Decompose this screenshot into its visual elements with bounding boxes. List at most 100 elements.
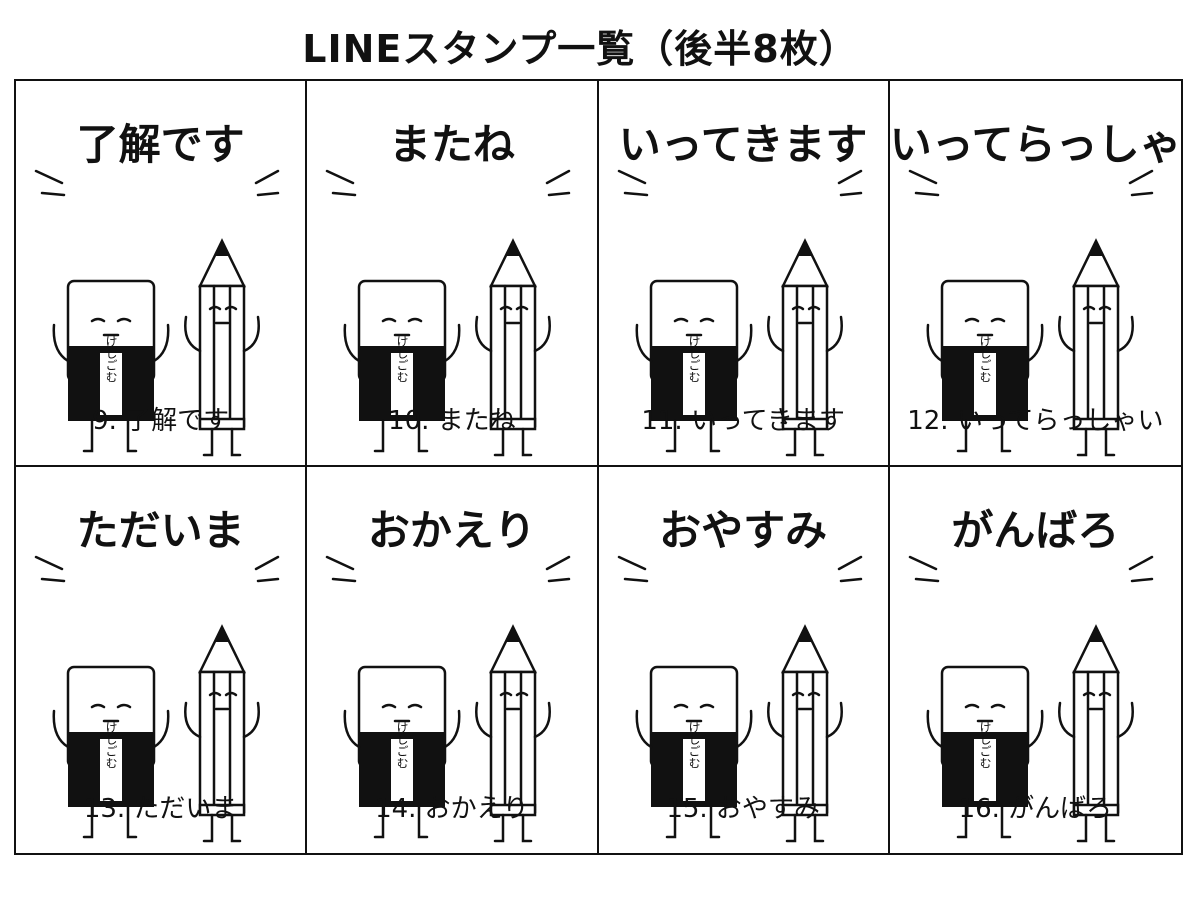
pencil-stripes	[212, 284, 232, 428]
stamp-card[interactable]: いってきます けしごむ 11. いってきます	[598, 81, 890, 467]
eraser-label-text: けしごむ	[395, 721, 409, 769]
motion-line	[623, 577, 648, 583]
eraser-face	[673, 703, 714, 723]
eraser-pencil-illustration: けしごむ	[617, 555, 862, 843]
pencil-lead	[1088, 241, 1103, 256]
pencil-stripes	[1086, 670, 1105, 814]
eraser-pencil-illustration: けしごむ	[34, 555, 280, 843]
motion-line	[839, 191, 862, 197]
motion-line	[40, 577, 66, 583]
eraser-label-text: けしごむ	[687, 335, 701, 383]
eraser-label-text: けしごむ	[395, 335, 409, 383]
eraser-label-text: けしごむ	[978, 335, 992, 383]
motion-line	[332, 577, 357, 583]
pencil-ferrule	[1072, 803, 1119, 817]
eraser-label-panel	[682, 739, 705, 801]
stamp-card[interactable]: いってらっしゃい けしごむ 12. いってらっしゃい	[889, 81, 1181, 467]
pencil-limbs	[766, 701, 843, 843]
eraser-limbs	[343, 709, 461, 839]
pencil-stripes	[795, 284, 814, 428]
stamp-caption: 10. またね	[388, 406, 516, 436]
eraser-limbs	[926, 709, 1044, 839]
stamp-card[interactable]: おかえり けしごむ 14. おかえり	[307, 467, 599, 853]
eraser-face	[964, 317, 1005, 337]
stamp-headline: おやすみ	[659, 506, 828, 555]
pencil-stripes	[504, 284, 523, 428]
pencil-ferrule	[198, 803, 246, 817]
eraser-face	[673, 317, 714, 337]
stamp-headline: またね	[388, 120, 515, 169]
stamp-card[interactable]: おやすみ けしごむ 15. おやすみ	[599, 467, 890, 853]
motion-line	[837, 169, 862, 185]
stamp-headline: いってらっしゃい	[889, 120, 1181, 169]
motion-line	[1130, 577, 1153, 583]
motion-line	[332, 191, 357, 197]
eraser-face	[382, 703, 423, 723]
motion-line	[623, 191, 648, 197]
motion-line	[40, 191, 66, 197]
motion-line	[908, 555, 937, 571]
eraser-pencil-illustration: けしごむ	[617, 169, 862, 457]
motion-line	[256, 191, 280, 197]
pencil-limbs	[184, 701, 260, 843]
motion-line	[914, 577, 939, 583]
eraser-pencil-illustration: けしごむ	[326, 169, 571, 457]
eraser-pencil-illustration: けしごむ	[908, 555, 1153, 843]
motion-line	[1128, 169, 1153, 185]
stamp-card[interactable]: がんばろ けしごむ 16. がんばろ	[890, 467, 1181, 853]
eraser-label-panel	[391, 353, 414, 415]
pencil-stripes	[795, 670, 814, 814]
pencil-lead	[1088, 627, 1103, 642]
motion-line	[617, 555, 646, 571]
eraser-label-panel	[682, 353, 705, 415]
pencil-limbs	[475, 315, 552, 457]
stamp-caption: 13. ただいま	[83, 794, 238, 824]
eraser-label-panel	[973, 353, 996, 415]
eraser-limbs	[52, 709, 170, 839]
pencil-lead	[797, 241, 812, 256]
stamp-card[interactable]: ただいま けしごむ 13. ただいま	[16, 467, 308, 853]
pencil-ferrule	[490, 417, 537, 431]
motion-line	[546, 169, 571, 185]
stamp-caption: 9. 了解です	[92, 406, 230, 436]
stamp-caption: 15. おやすみ	[666, 794, 820, 824]
stamp-caption: 12. いってらっしゃい	[907, 406, 1164, 436]
pencil-limbs	[766, 315, 843, 457]
pencil-ferrule	[781, 417, 828, 431]
pencil-limbs	[1057, 315, 1134, 457]
stamp-caption: 16. がんばろ	[958, 794, 1113, 824]
motion-line	[34, 555, 64, 571]
eraser-pencil-illustration: けしごむ	[326, 555, 571, 843]
eraser-face	[382, 317, 423, 337]
pencil-ferrule	[198, 417, 246, 431]
eraser-limbs	[52, 323, 170, 453]
pencil-lead	[506, 627, 521, 642]
pencil-lead	[215, 241, 229, 256]
motion-line	[617, 169, 646, 185]
motion-line	[254, 555, 280, 571]
eraser-pencil-illustration: けしごむ	[908, 169, 1153, 457]
stamp-grid: 了解です けしごむ 9. 了解です またね けしごむ 10. またね いってきま…	[14, 79, 1183, 855]
pencil-ferrule	[781, 803, 828, 817]
eraser-limbs	[926, 323, 1044, 453]
motion-line	[326, 169, 355, 185]
motion-line	[326, 555, 355, 571]
motion-line	[34, 169, 64, 185]
pencil-lead	[797, 627, 812, 642]
stamp-card[interactable]: 了解です けしごむ 9. 了解です	[16, 81, 308, 467]
pencil-limbs	[184, 315, 260, 457]
pencil-face	[791, 305, 820, 325]
motion-line	[839, 577, 862, 583]
eraser-pencil-illustration: けしごむ	[34, 169, 280, 457]
pencil-stripes	[1086, 284, 1105, 428]
motion-line	[1130, 191, 1153, 197]
motion-line	[254, 169, 280, 185]
stamp-headline: がんばろ	[951, 506, 1120, 555]
eraser-label-panel	[391, 739, 414, 801]
stamp-headline: いってきます	[618, 120, 868, 169]
motion-line	[546, 555, 571, 571]
pencil-face	[1082, 691, 1111, 711]
eraser-face	[90, 703, 132, 723]
stamp-card[interactable]: またね けしごむ 10. またね	[307, 81, 599, 467]
eraser-limbs	[343, 323, 461, 453]
